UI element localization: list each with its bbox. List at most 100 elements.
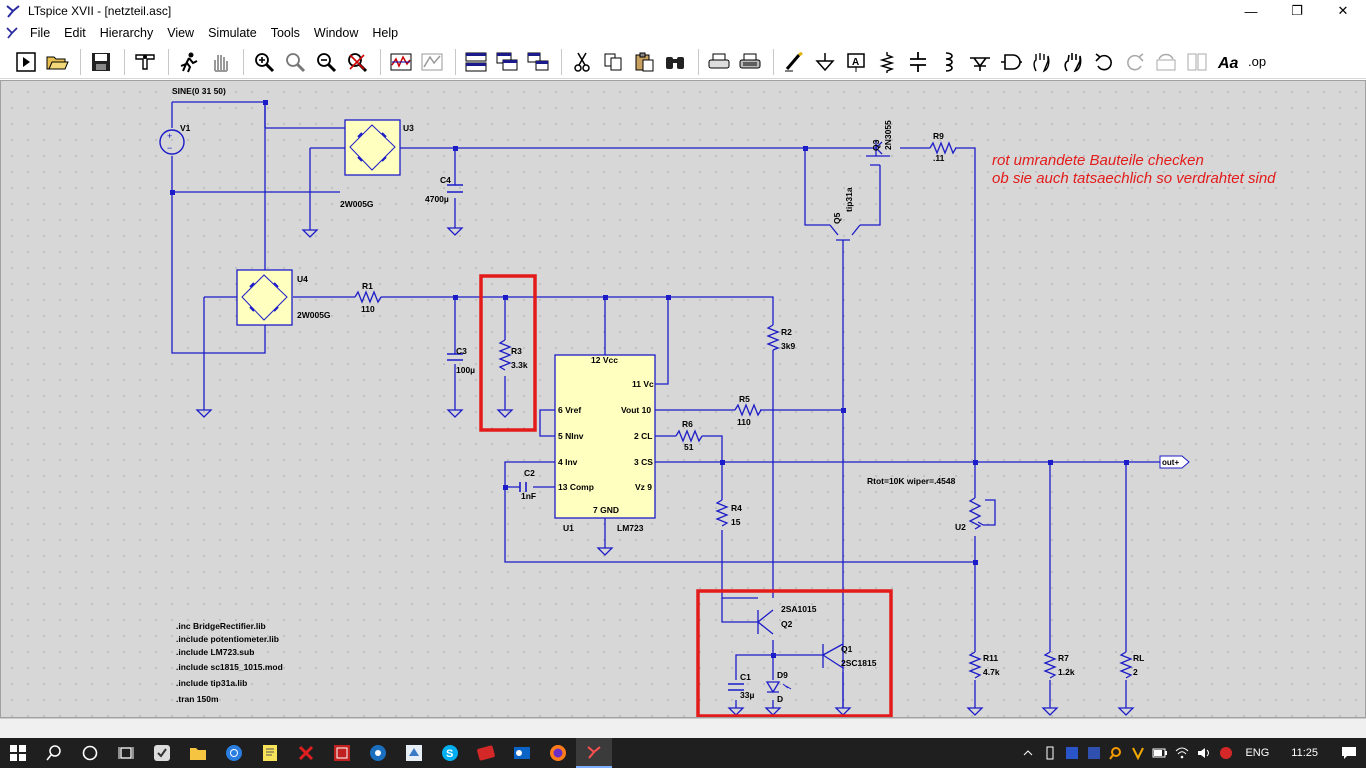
menu-edit[interactable]: Edit xyxy=(64,26,86,40)
toolbar: A Aa .op xyxy=(0,45,1366,79)
menu-simulate[interactable]: Simulate xyxy=(208,26,257,40)
app-icon-5[interactable] xyxy=(468,738,504,768)
ic-lm723[interactable] xyxy=(554,354,656,519)
task-view-icon[interactable] xyxy=(108,738,144,768)
pan-icon[interactable] xyxy=(206,48,234,76)
notification-icon[interactable] xyxy=(1332,738,1366,768)
directive-4[interactable]: .include sc1815_1015.mod xyxy=(176,662,283,672)
chrome-icon[interactable] xyxy=(216,738,252,768)
outlook-icon[interactable] xyxy=(504,738,540,768)
maximize-button[interactable]: ❐ xyxy=(1291,3,1303,18)
svg-text:+: + xyxy=(167,131,172,141)
zoom-fit-icon[interactable] xyxy=(343,48,371,76)
explorer-icon[interactable] xyxy=(180,738,216,768)
app-icon-4[interactable] xyxy=(396,738,432,768)
text-icon[interactable]: Aa xyxy=(1214,48,1242,76)
control-panel-icon[interactable] xyxy=(131,48,159,76)
zoom-out-icon[interactable] xyxy=(312,48,340,76)
windows-icon[interactable] xyxy=(0,738,36,768)
paste-icon[interactable] xyxy=(630,48,658,76)
schematic-canvas[interactable]: + − xyxy=(0,80,1366,718)
voltage-source-v1[interactable]: + − xyxy=(159,129,185,155)
skype-icon[interactable]: S xyxy=(432,738,468,768)
print-setup-icon[interactable] xyxy=(705,48,733,76)
ltspice-icon[interactable] xyxy=(576,738,612,768)
language-indicator[interactable]: ENG xyxy=(1245,747,1270,759)
tray-app-icon-1[interactable] xyxy=(1061,738,1083,768)
usb-icon[interactable] xyxy=(1039,738,1061,768)
capacitors[interactable] xyxy=(447,184,744,691)
minimize-button[interactable]: — xyxy=(1244,3,1258,19)
save-icon[interactable] xyxy=(87,48,115,76)
find-icon[interactable] xyxy=(661,48,689,76)
wire-icon[interactable] xyxy=(780,48,808,76)
resistor-icon[interactable] xyxy=(873,48,901,76)
diode-icon[interactable] xyxy=(966,48,994,76)
battery-icon[interactable] xyxy=(1149,738,1171,768)
app-icon-3[interactable] xyxy=(360,738,396,768)
menu-help[interactable]: Help xyxy=(372,26,399,40)
directive-5[interactable]: .include tip31a.lib xyxy=(176,678,247,688)
mirror-icon[interactable] xyxy=(1183,48,1211,76)
potentiometer-u2[interactable] xyxy=(968,497,990,530)
run-icon[interactable] xyxy=(12,48,40,76)
r9-label: R9 xyxy=(933,131,944,141)
zoom-pan-icon[interactable] xyxy=(281,48,309,76)
menu-tools[interactable]: Tools xyxy=(270,26,300,40)
autoscale-icon[interactable] xyxy=(418,48,446,76)
volume-icon[interactable] xyxy=(1193,738,1215,768)
cut-icon[interactable] xyxy=(568,48,596,76)
menu-window[interactable]: Window xyxy=(313,26,359,40)
wifi-icon[interactable] xyxy=(1171,738,1193,768)
transistors[interactable] xyxy=(757,140,890,669)
directive-1[interactable]: .inc BridgeRectifier.lib xyxy=(176,621,266,631)
ground-icon[interactable] xyxy=(811,48,839,76)
component-icon[interactable] xyxy=(997,48,1025,76)
tile-vertical-icon[interactable] xyxy=(524,48,552,76)
directive-2[interactable]: .include potentiometer.lib xyxy=(176,634,279,644)
ltspice-app-icon[interactable] xyxy=(4,2,22,20)
undo-icon[interactable] xyxy=(1090,48,1118,76)
inductor-icon[interactable] xyxy=(935,48,963,76)
tray-app-icon-3[interactable] xyxy=(1127,738,1149,768)
xmind-icon[interactable] xyxy=(288,738,324,768)
resistors[interactable] xyxy=(354,141,1133,679)
bridge-u4[interactable] xyxy=(236,269,293,326)
notes-icon[interactable] xyxy=(252,738,288,768)
close-button[interactable]: ✕ xyxy=(1337,3,1349,18)
tray-app-icon-2[interactable] xyxy=(1083,738,1105,768)
chevron-up-icon[interactable] xyxy=(1017,738,1039,768)
rotate-icon[interactable] xyxy=(1152,48,1180,76)
menu-view[interactable]: View xyxy=(167,26,195,40)
net-label-out[interactable] xyxy=(1159,455,1190,469)
app-icon-2[interactable] xyxy=(324,738,360,768)
open-icon[interactable] xyxy=(43,48,71,76)
halt-icon[interactable] xyxy=(175,48,203,76)
tray-search-icon[interactable] xyxy=(1105,738,1127,768)
label-icon[interactable]: A xyxy=(842,48,870,76)
redo-icon[interactable] xyxy=(1121,48,1149,76)
cascade-icon[interactable] xyxy=(493,48,521,76)
print-icon[interactable] xyxy=(736,48,764,76)
zoom-in-icon[interactable] xyxy=(250,48,278,76)
app-icon-1[interactable] xyxy=(144,738,180,768)
search-icon[interactable] xyxy=(36,738,72,768)
bridge-u3[interactable] xyxy=(344,119,401,176)
tray-app-icon-4[interactable] xyxy=(1215,738,1237,768)
capacitor-icon[interactable] xyxy=(904,48,932,76)
tile-horizontal-icon[interactable] xyxy=(462,48,490,76)
menu-file[interactable]: File xyxy=(30,26,51,40)
move-icon[interactable] xyxy=(1028,48,1056,76)
copy-icon[interactable] xyxy=(599,48,627,76)
waveform-icon[interactable] xyxy=(387,48,415,76)
firefox-icon[interactable] xyxy=(540,738,576,768)
spice-directive-icon[interactable]: .op xyxy=(1245,48,1273,76)
directive-3[interactable]: .include LM723.sub xyxy=(176,647,254,657)
directive-6[interactable]: .tran 150m xyxy=(176,694,219,704)
menu-hierarchy[interactable]: Hierarchy xyxy=(99,26,154,40)
child-window-icon[interactable] xyxy=(4,25,20,41)
clock[interactable]: 11:25 xyxy=(1291,747,1318,759)
cortana-icon[interactable] xyxy=(72,738,108,768)
drag-icon[interactable] xyxy=(1059,48,1087,76)
diode-d9[interactable] xyxy=(765,681,792,694)
